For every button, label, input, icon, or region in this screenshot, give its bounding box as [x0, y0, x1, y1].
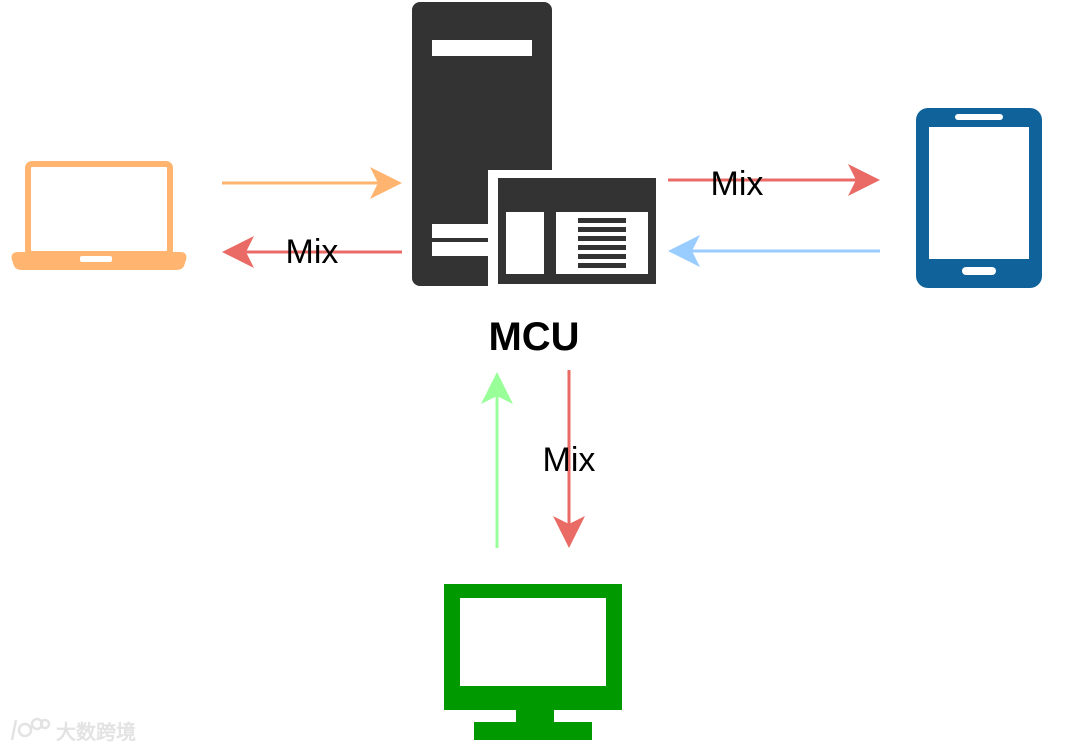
laptop-stream-arrow: [222, 167, 402, 199]
monitor-mix-label: Mix: [543, 441, 596, 479]
tablet-mix-label: Mix: [711, 165, 764, 203]
tablet-mix-arrow: [668, 164, 880, 196]
watermark-logo-icon: [10, 717, 51, 741]
tablet-icon: [916, 108, 1042, 288]
laptop-mix-label: Mix: [286, 233, 339, 271]
server-label: MCU: [488, 315, 579, 359]
monitor-mix-arrow: [553, 370, 585, 548]
server-icon: [412, 2, 656, 286]
laptop-icon: [11, 161, 187, 270]
watermark: 大数跨境: [10, 717, 136, 744]
watermark-text: 大数跨境: [56, 720, 136, 744]
tablet-stream-arrow: [668, 235, 880, 267]
monitor-icon: [444, 584, 622, 740]
laptop-mix-arrow: [222, 236, 402, 268]
monitor-stream-arrow: [481, 372, 513, 548]
